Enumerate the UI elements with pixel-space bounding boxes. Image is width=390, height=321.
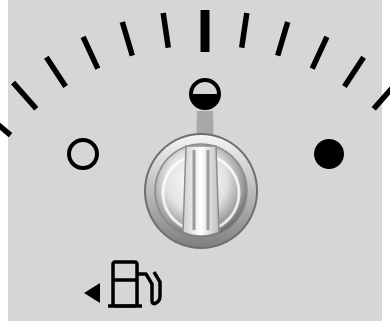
filled-circle-icon (314, 139, 344, 169)
needle-hub (145, 134, 257, 248)
